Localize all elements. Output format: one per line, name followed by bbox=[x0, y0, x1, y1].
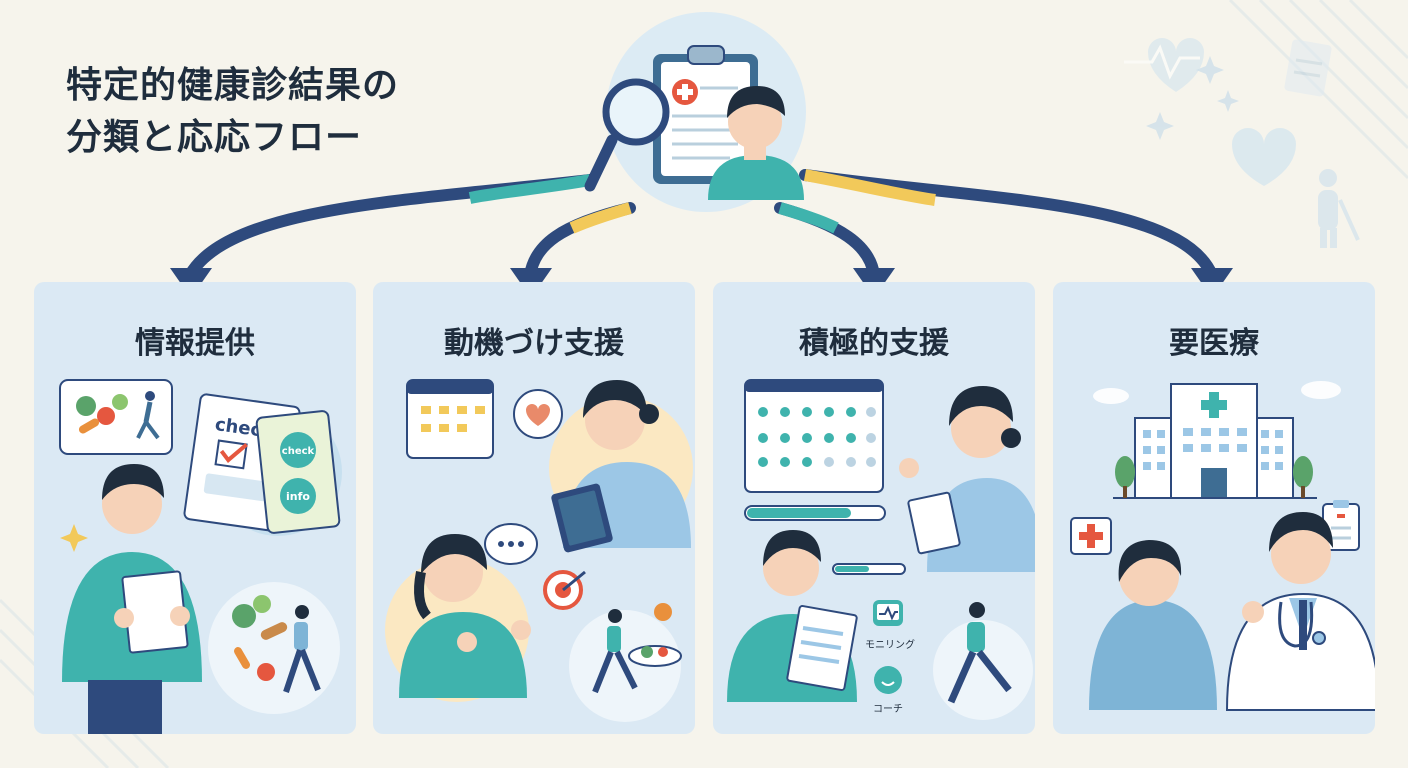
food-bubble bbox=[59, 379, 173, 455]
panel-title-active: 積極的支援 bbox=[799, 326, 949, 361]
monitoring-label: モニリング bbox=[865, 640, 915, 651]
medical-illustration bbox=[1070, 381, 1375, 711]
vegetables-walking bbox=[232, 595, 321, 693]
category-panel-info: 情報提供 check check info bbox=[34, 282, 356, 734]
medical-cross-bubble bbox=[1070, 517, 1112, 555]
motivation-illustration bbox=[385, 379, 693, 722]
hospital-icon bbox=[1113, 383, 1317, 499]
patient-back bbox=[1089, 540, 1217, 710]
runner bbox=[947, 602, 1012, 704]
clipboard-icon bbox=[1284, 39, 1332, 97]
panel-title-motivation: 動機づけ支援 bbox=[444, 326, 624, 361]
page-title: 特定的健康診結果の 分類と応応フロー bbox=[66, 60, 399, 164]
chat-bubble bbox=[484, 523, 538, 565]
calendar-icon bbox=[406, 379, 494, 459]
nurse-with-clipboard bbox=[551, 380, 691, 553]
clipboard-icon bbox=[653, 45, 758, 184]
calendar-icon bbox=[744, 379, 884, 493]
health-check-hub bbox=[584, 12, 806, 212]
badge-info: info bbox=[286, 490, 310, 503]
panel-title-medical: 要医療 bbox=[1169, 326, 1259, 361]
runner-with-food bbox=[592, 603, 682, 694]
category-panel-motivation: 動機づけ支援 bbox=[373, 282, 695, 734]
magnifier-icon bbox=[584, 78, 670, 192]
monitoring-icon bbox=[873, 600, 903, 626]
boy-with-chart bbox=[727, 530, 906, 702]
badge-check: check bbox=[282, 446, 315, 457]
person-avatar bbox=[708, 86, 804, 200]
coach-icon bbox=[874, 666, 902, 694]
active-illustration bbox=[727, 379, 1035, 720]
target-icon bbox=[543, 570, 586, 610]
woman-talking bbox=[399, 534, 531, 698]
nurse-coach bbox=[899, 386, 1035, 572]
info-illustration: check check info bbox=[59, 379, 342, 734]
speech-bubble-icon bbox=[513, 389, 563, 439]
badge-card: check info bbox=[255, 410, 341, 534]
stethoscope-icon bbox=[1278, 601, 1326, 648]
progress-bar bbox=[744, 505, 886, 521]
panel-title-info: 情報提供 bbox=[135, 326, 255, 361]
coach-label: コーチ bbox=[873, 704, 903, 715]
doctor bbox=[1225, 512, 1375, 711]
man-reading bbox=[62, 464, 202, 734]
category-panel-active: 積極的支援 bbox=[713, 282, 1035, 734]
page-title-line1: 特定的健康診結果の bbox=[66, 65, 400, 106]
heart-monitor-icon bbox=[1124, 38, 1204, 92]
page-title-line2: 分類と応応フロー bbox=[66, 117, 363, 158]
category-panel-medical: 要医療 bbox=[1053, 282, 1375, 734]
